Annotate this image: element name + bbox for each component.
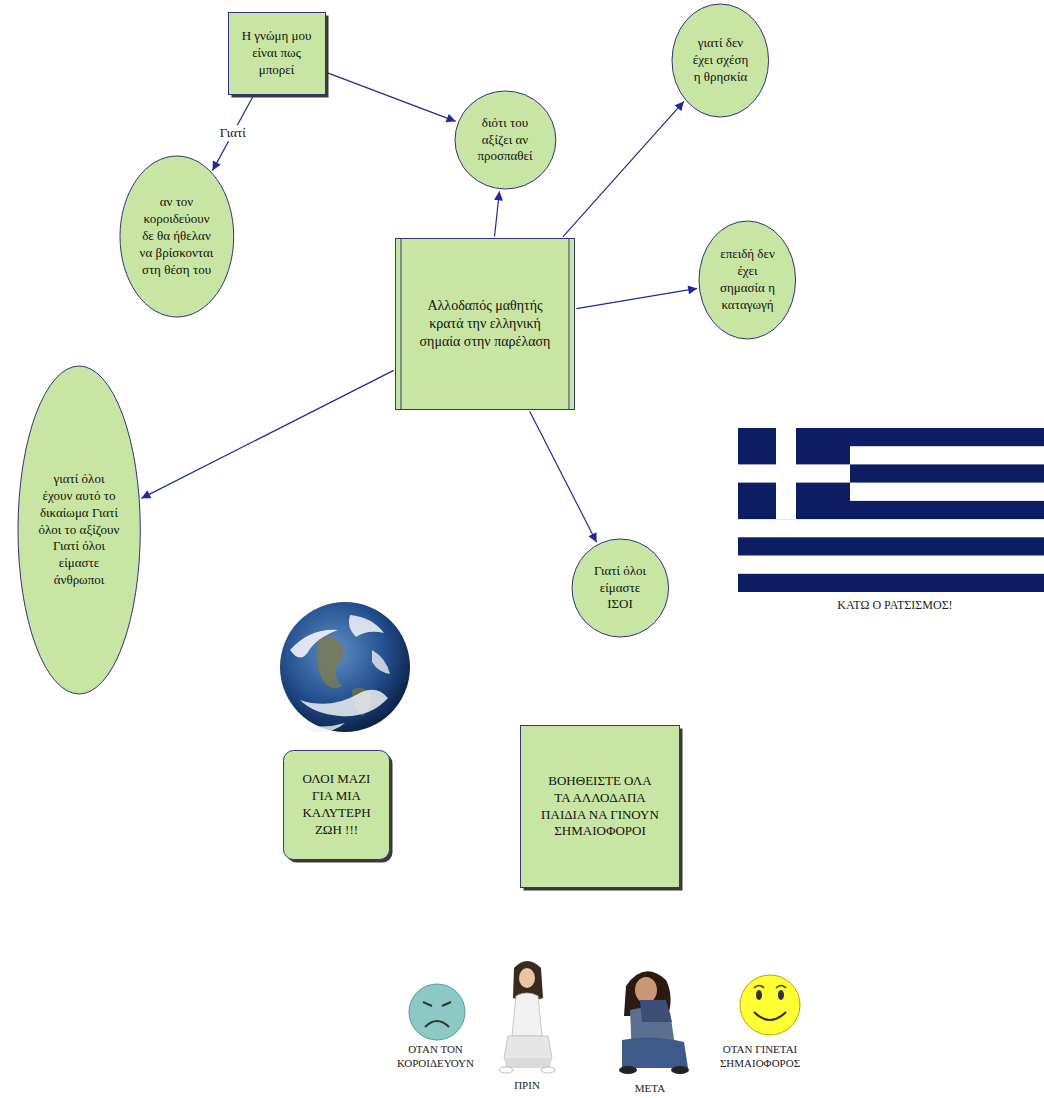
- node-text: ΟΛΟΙ ΜΑΖΙ ΓΙΑ ΜΙΑ ΚΑΛΥΤΕΡΗ ΖΩΗ !!!: [293, 771, 381, 839]
- node-text: Γιατί όλοι είμαστε ΙΣΟΙ: [587, 563, 652, 614]
- central-topic-box: Αλλοδαπός μαθητής κρατά την ελληνική σημ…: [395, 238, 575, 410]
- reason-ellipse: αν τον κοροιδεύουν δε θα ήθελαν να βρίσκ…: [119, 155, 235, 318]
- node-text-group: Γιατί όλοι είμαστε ΙΣΟΙ: [587, 563, 652, 614]
- node-text: Η γνώμη μου είναι πως μπορεί: [237, 28, 317, 79]
- edge-label: Γιατί: [217, 126, 249, 142]
- connector-arrow: [530, 411, 597, 542]
- node-text-group: γιατί δεν έχει σχέση η θρησκία: [688, 35, 753, 86]
- opinion-box: Η γνώμη μου είναι πως μπορεί: [228, 12, 326, 95]
- reason-ellipse: γιατί όλοι έχουν αυτό το δικαίωμα Γιατί …: [17, 365, 141, 695]
- reason-ellipse: επειδή δεν έχει σημασία η καταγωγή: [698, 220, 797, 340]
- greek-flag: [738, 428, 1044, 592]
- node-text: διότι του αξίζει αν προσπαθεί: [471, 115, 539, 166]
- node-text-group: Αλλοδαπός μαθητής κρατά την ελληνική σημ…: [419, 297, 551, 352]
- face-caption: ΟΤΑΝ ΤΟΝ ΚΟΡΟΙΔΕΥΟΥΝ: [378, 1043, 493, 1071]
- figure-caption: ΜΕΤΑ: [622, 1082, 678, 1096]
- connector-arrow: [495, 191, 500, 236]
- connector-arrow: [141, 370, 393, 498]
- node-text-group: ΟΛΟΙ ΜΑΖΙ ΓΙΑ ΜΙΑ ΚΑΛΥΤΕΡΗ ΖΩΗ !!!: [293, 771, 381, 839]
- connector-arrow: [576, 288, 697, 308]
- slogan-box: ΒΟΗΘΕΙΣΤΕ ΟΛΑ ΤΑ ΑΛΛΟΔΑΠΑ ΠΑΙΔΙΑ ΝΑ ΓΙΝΟ…: [520, 725, 680, 888]
- flag-caption: ΚΑΤΩ Ο ΡΑΤΣΙΣΜΟΣ!: [795, 598, 995, 613]
- node-text: ΒΟΗΘΕΙΣΤΕ ΟΛΑ ΤΑ ΑΛΛΟΔΑΠΑ ΠΑΙΔΙΑ ΝΑ ΓΙΝΟ…: [540, 773, 660, 841]
- sad-face: [409, 984, 465, 1040]
- node-text: Αλλοδαπός μαθητής κρατά την ελληνική σημ…: [419, 297, 551, 352]
- connector-arrow: [213, 96, 254, 170]
- figure-caption: ΠΡΙΝ: [500, 1079, 554, 1093]
- node-text-group: Η γνώμη μου είναι πως μπορεί: [237, 28, 317, 79]
- reason-ellipse: Γιατί όλοι είμαστε ΙΣΟΙ: [571, 538, 670, 638]
- reason-ellipse: διότι του αξίζει αν προσπαθεί: [454, 90, 557, 190]
- node-text-group: ΒΟΗΘΕΙΣΤΕ ΟΛΑ ΤΑ ΑΛΛΟΔΑΠΑ ΠΑΙΔΙΑ ΝΑ ΓΙΝΟ…: [540, 773, 660, 841]
- happy-face: [740, 975, 800, 1035]
- node-text: επειδή δεν έχει σημασία η καταγωγή: [715, 246, 780, 314]
- earth-globe: [280, 602, 410, 732]
- slogan-box: ΟΛΟΙ ΜΑΖΙ ΓΙΑ ΜΙΑ ΚΑΛΥΤΕΡΗ ΖΩΗ !!!: [283, 750, 390, 860]
- node-text-group: γιατί όλοι έχουν αυτό το δικαίωμα Γιατί …: [37, 471, 120, 589]
- node-text: γιατί δεν έχει σχέση η θρησκία: [688, 35, 753, 86]
- connector-arrow: [563, 101, 684, 236]
- node-text-group: επειδή δεν έχει σημασία η καταγωγή: [715, 246, 780, 314]
- node-text: αν τον κοροιδεύουν δε θα ήθελαν να βρίσκ…: [138, 194, 215, 278]
- girl-figure: [619, 971, 689, 1074]
- node-text: γιατί όλοι έχουν αυτό το δικαίωμα Γιατί …: [37, 471, 120, 589]
- face-caption: ΟΤΑΝ ΓΙΝΕΤΑΙ ΣΗΜΑΙΟΦΟΡΟΣ: [690, 1043, 830, 1071]
- node-text-group: αν τον κοροιδεύουν δε θα ήθελαν να βρίσκ…: [138, 194, 215, 278]
- reason-ellipse: γιατί δεν έχει σχέση η θρησκία: [671, 3, 770, 118]
- connector-arrow: [327, 73, 456, 122]
- girl-figure: [499, 961, 555, 1073]
- node-text-group: διότι του αξίζει αν προσπαθεί: [471, 115, 539, 166]
